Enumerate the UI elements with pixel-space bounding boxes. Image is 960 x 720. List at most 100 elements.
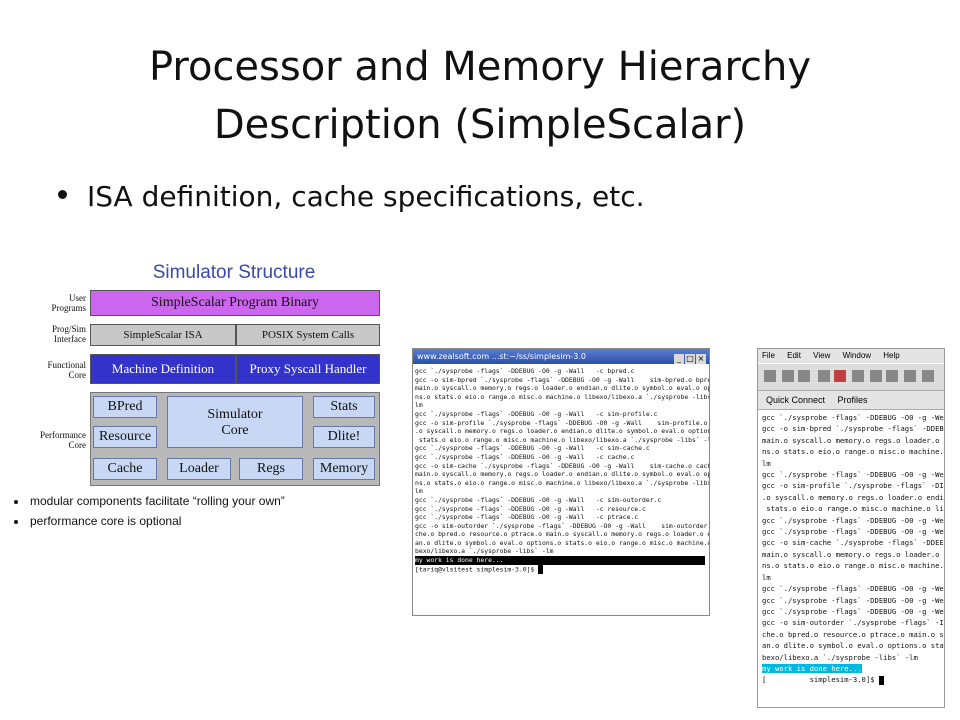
doc-icon[interactable] <box>870 370 882 382</box>
menu-file[interactable]: File <box>762 351 775 360</box>
terminal-line: gcc `./sysprobe -flags` -DDEBUG -O0 -g -… <box>762 413 944 422</box>
terminal-line: gcc -o sim-outorder `./sysprobe -flags` … <box>762 618 944 628</box>
find-icon[interactable] <box>904 370 916 382</box>
memory-box: Memory <box>313 458 375 480</box>
menu-bar: File Edit View Window Help <box>758 349 944 363</box>
terminal-window-2[interactable]: File Edit View Window Help Quick Connect… <box>757 348 945 708</box>
note-item: performance core is optional <box>14 514 285 528</box>
posix-box: POSIX System Calls <box>236 324 380 346</box>
simulator-core-line-2: Core <box>221 423 249 438</box>
simulator-structure-figure: Simulator Structure User Programs Prog/S… <box>14 260 414 535</box>
terminal-line: ns.o stats.o eio.o range.o misc.o machin… <box>415 478 710 487</box>
machine-definition-box: Machine Definition <box>90 354 236 384</box>
terminal-line: gcc `./sysprobe -flags` -DDEBUG -O0 -g -… <box>762 515 944 525</box>
terminal-line: ns.o stats.o eio.o range.o misc.o machin… <box>762 561 944 571</box>
terminal-line: gcc `./sysprobe -flags` -DDEBUG -O0 -g -… <box>762 584 944 594</box>
cursor-icon <box>538 564 544 574</box>
terminal-line: gcc -o sim-outorder `./sysprobe -flags` … <box>415 521 710 530</box>
terminal-line: gcc -o sim-profile `./sysprobe -flags` -… <box>415 418 710 427</box>
performance-core-panel: BPred Resource Simulator Core Stats Dlit… <box>90 392 380 486</box>
profiles-button[interactable]: Profiles <box>837 395 868 405</box>
program-binary-bar: SimpleScalar Program Binary <box>90 290 380 316</box>
save-icon[interactable] <box>764 370 776 382</box>
terminal-line: an.o dlite.o symbol.o eval.o options.o s… <box>415 538 710 547</box>
label-performance-core: Performance Core <box>40 430 86 450</box>
terminal-line: gcc `./sysprobe -flags` -DDEBUG -O0 -g -… <box>762 606 944 616</box>
bpred-box: BPred <box>93 396 157 418</box>
toolbar <box>758 363 944 391</box>
stats-box: Stats <box>313 396 375 418</box>
settings-icon[interactable] <box>922 370 934 382</box>
terminal-line: gcc `./sysprobe -flags` -DDEBUG -O0 -g -… <box>415 367 635 375</box>
folder-icon[interactable] <box>886 370 898 382</box>
terminal-window-1[interactable]: www.zealsoft.com ...st:~/ss/simplesim-3.… <box>412 348 710 616</box>
menu-help[interactable]: Help <box>883 351 900 360</box>
terminal-line: ns.o stats.o eio.o range.o misc.o machin… <box>762 447 944 457</box>
note-item: modular components facilitate “rolling y… <box>14 494 285 508</box>
terminal-line: stats.o eio.o range.o misc.o machine.o l… <box>762 504 944 514</box>
close-icon[interactable]: × <box>696 354 706 364</box>
loader-box: Loader <box>167 458 231 480</box>
terminal-line: an.o dlite.o symbol.o eval.o options.o s… <box>762 641 944 651</box>
bullet-dot-icon <box>58 189 67 199</box>
terminal-line: gcc `./sysprobe -flags` -DDEBUG -O0 -g -… <box>762 595 944 605</box>
terminal-line: ns.o stats.o eio.o range.o misc.o machin… <box>415 392 710 401</box>
bullet-text: ISA definition, cache specifications, et… <box>87 180 645 213</box>
terminal-line: main.o syscall.o memory.o regs.o loader.… <box>762 435 940 445</box>
figure-title: Simulator Structure <box>152 262 316 283</box>
note-text: modular components facilitate “rolling y… <box>30 494 285 508</box>
terminal-prompt: [tariq@vlsitest simplesim-3.0]$ <box>415 565 539 574</box>
simulator-core-box: Simulator Core <box>167 396 303 448</box>
slide-title: Processor and Memory Hierarchy Descripti… <box>0 38 960 154</box>
terminal-prompt-line[interactable]: [ simplesim-3.0]$ <box>762 674 944 685</box>
terminal-line: gcc -o sim-profile `./sysprobe -flags` -… <box>762 481 944 491</box>
minimize-icon[interactable]: _ <box>674 354 684 364</box>
terminal-line: lm <box>415 487 423 496</box>
terminal-prompt: [ simplesim-3.0]$ <box>762 675 879 685</box>
terminal-done-text: my work is done here... <box>415 556 705 565</box>
terminal-line: gcc -o sim-bpred `./sysprobe -flags` -DD… <box>762 424 944 434</box>
terminal-line: gcc `./sysprobe -flags` -DDEBUG -O0 -g -… <box>415 495 662 504</box>
menu-view[interactable]: View <box>813 351 831 360</box>
terminal-line: gcc `./sysprobe -flags` -DDEBUG -O0 -g -… <box>415 513 639 522</box>
terminal-titlebar[interactable]: www.zealsoft.com ...st:~/ss/simplesim-3.… <box>413 349 709 364</box>
terminal-line: che.o bpred.o resource.o ptrace.o main.o… <box>415 530 710 539</box>
terminal-line: gcc -o sim-cache `./sysprobe -flags` -DD… <box>415 461 710 470</box>
menu-edit[interactable]: Edit <box>787 351 801 360</box>
terminal-line: che.o bpred.o resource.o ptrace.o main.o… <box>762 629 944 639</box>
simulator-core-line-1: Simulator <box>207 407 263 422</box>
terminal-line: gcc -o sim-cache `./sysprobe -flags` -DD… <box>762 538 944 548</box>
note-dot-icon <box>14 519 18 524</box>
menu-window[interactable]: Window <box>842 351 872 360</box>
cache-box: Cache <box>93 458 157 480</box>
cut-icon[interactable] <box>818 370 830 382</box>
terminal-line: stats.o eio.o range.o misc.o machine.o l… <box>415 435 710 444</box>
terminal-line: gcc `./sysprobe -flags` -DDEBUG -O0 -g -… <box>415 444 650 453</box>
terminal-prompt-line[interactable]: [tariq@vlsitest simplesim-3.0]$ <box>415 564 707 574</box>
bullet-item: ISA definition, cache specifications, et… <box>58 180 645 213</box>
note-text: performance core is optional <box>30 514 182 528</box>
regs-box: Regs <box>239 458 303 480</box>
terminal-line: gcc `./sysprobe -flags` -DDEBUG -O0 -g -… <box>415 452 635 461</box>
terminal-line: lm <box>762 572 771 582</box>
terminal-line: main.o syscall.o memory.o regs.o loader.… <box>762 549 940 559</box>
quick-connect-button[interactable]: Quick Connect <box>766 395 826 405</box>
copy-icon[interactable] <box>852 370 864 382</box>
terminal-line: gcc `./sysprobe -flags` -DDEBUG -O0 -g -… <box>762 527 944 537</box>
paste-icon[interactable] <box>834 370 846 382</box>
maximize-icon[interactable]: □ <box>685 354 695 364</box>
terminal-output: gcc `./sysprobe -flags` -DDEBUG -O0 -g -… <box>758 410 944 686</box>
terminal-line: gcc `./sysprobe -flags` -DDEBUG -O0 -g -… <box>762 470 944 480</box>
label-functional-core: Functional Core <box>47 360 87 380</box>
terminal-line: lm <box>762 458 771 468</box>
print-icon[interactable] <box>782 370 794 382</box>
note-dot-icon <box>14 499 18 504</box>
terminal-line: gcc `./sysprobe -flags` -DDEBUG -O0 -g -… <box>415 504 646 513</box>
terminal-line: main.o syscall.o memory.o regs.o loader.… <box>415 470 710 479</box>
preview-icon[interactable] <box>798 370 810 382</box>
slide-title-line-2: Description (SimpleScalar) <box>213 102 747 148</box>
terminal-done-line: my work is done here... <box>762 663 944 674</box>
terminal-line: .o syscall.o memory.o regs.o loader.o en… <box>762 492 944 502</box>
isa-box: SimpleScalar ISA <box>90 324 236 346</box>
label-prog-sim-interface: Prog/Sim Interface <box>51 324 86 344</box>
